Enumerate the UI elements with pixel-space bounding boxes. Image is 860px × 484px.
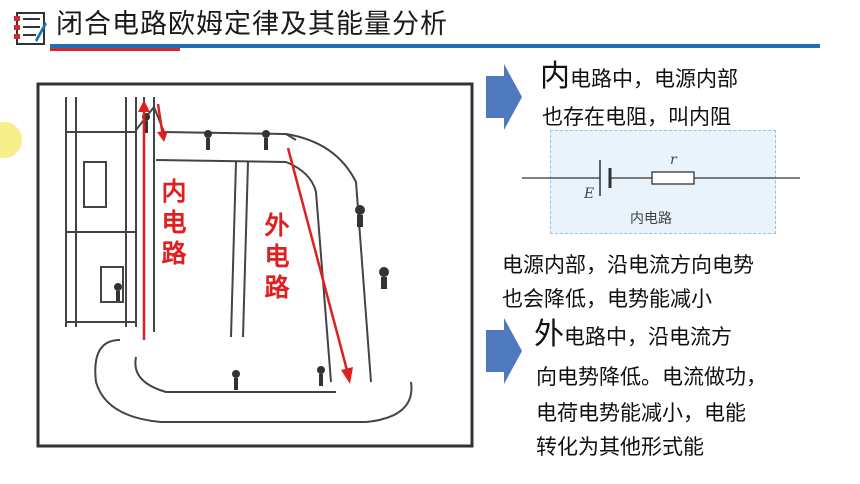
outer-line4: 转化为其他形式能 <box>536 435 704 459</box>
circuit-wires <box>522 150 802 214</box>
outer-line2: 向电势降低。电流做功， <box>536 365 767 389</box>
inner-circuit-heading: 内电路中，电源内部 <box>540 59 738 94</box>
title-underline <box>50 44 820 48</box>
pointer-arrow-icon <box>484 62 524 136</box>
inner-drop-line2: 也会降低，电势能减小 <box>502 287 712 311</box>
resistor-label: r <box>670 152 677 168</box>
decorative-blob <box>0 122 22 158</box>
inner-circuit-label: 内 电 路 <box>161 177 187 268</box>
emf-label: E <box>584 186 595 202</box>
pointer-arrow-icon <box>484 316 524 390</box>
slide-title: 闭合电路欧姆定律及其能量分析 <box>56 9 448 40</box>
outer-circuit-heading: 外电路中，沿电流方 <box>534 317 732 352</box>
inner-resistance-line: 也存在电阻，叫内阻 <box>542 105 731 129</box>
title-underline-accent <box>50 48 180 51</box>
circuit-slide-illustration <box>36 82 476 450</box>
slide-icon <box>8 10 48 46</box>
outer-line3: 电荷电势能减小，电能 <box>536 401 746 425</box>
diagram-caption: 内电路 <box>630 211 672 227</box>
inner-circuit-diagram <box>550 130 776 234</box>
outer-circuit-label: 外 电 路 <box>264 211 290 302</box>
inner-drop-line1: 电源内部，沿电流方向电势 <box>502 253 754 277</box>
